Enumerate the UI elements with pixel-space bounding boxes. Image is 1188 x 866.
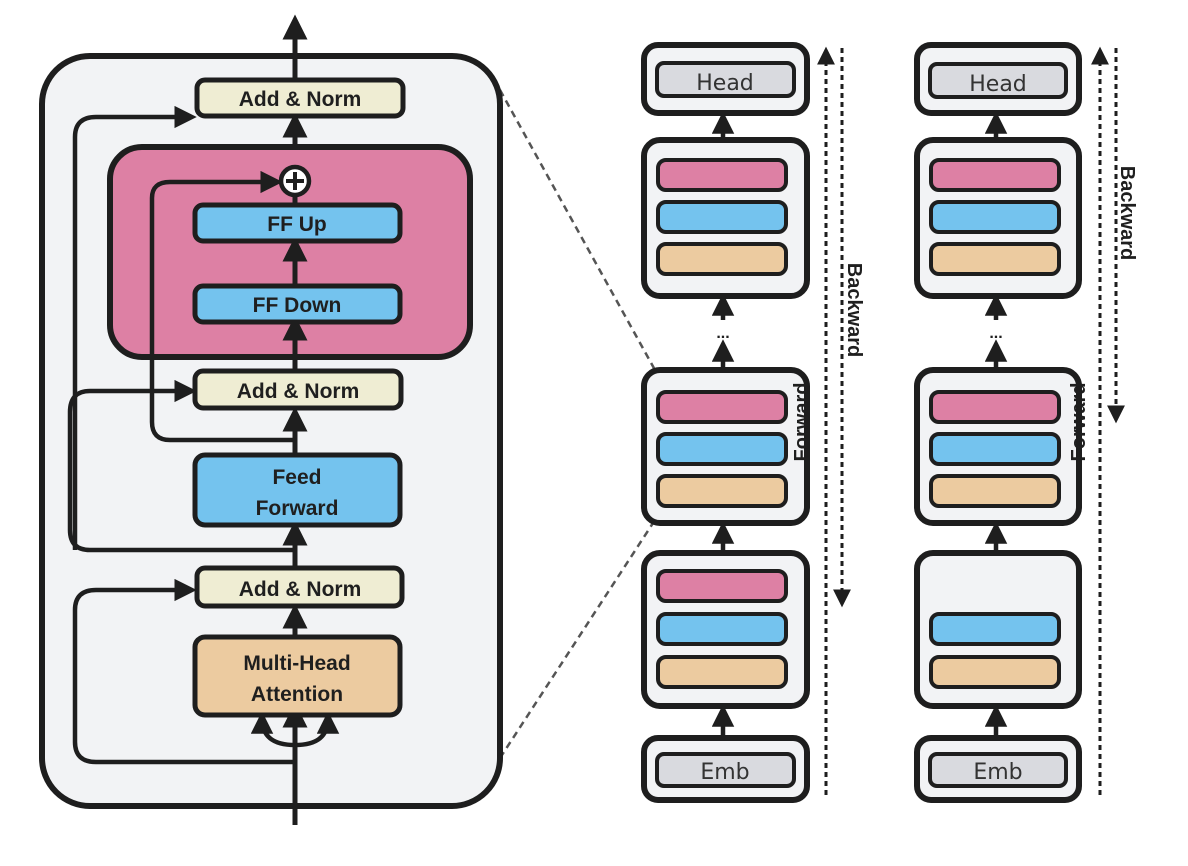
feed-forward-block [192, 452, 403, 528]
attn-input-right-arrow [294, 711, 340, 748]
attention-block [192, 634, 403, 718]
circled-plus-icon [278, 164, 312, 198]
ff-up-label: FF Up [267, 213, 326, 236]
transformer-layer-detail: FF Up FF Down Add & Norm Add & Norm Feed… [39, 14, 503, 825]
residual-ff [67, 379, 295, 553]
stack-full-mid-adapter [656, 390, 788, 424]
zoom-line-top [498, 89, 657, 371]
stack-partial-forward-label: Forward [1068, 383, 1090, 462]
stack-partial-emb-label: Emb [973, 760, 1022, 785]
zoom-line-bottom [498, 519, 657, 759]
residual-top [72, 105, 197, 550]
stack-partial-head [928, 62, 1068, 99]
stack-full-ellipsis: ... [716, 325, 729, 342]
stack-full: Head ... Emb Forward Backward [641, 42, 865, 803]
attention-label-2: Attention [251, 683, 343, 706]
add-norm-mid-label: Add & Norm [237, 380, 360, 403]
add-norm-bottom-label: Add & Norm [239, 578, 362, 601]
feed-forward-label-2: Forward [256, 497, 339, 520]
stack-full-bottom-attn [656, 655, 788, 689]
stack-partial-ellipsis: ... [989, 325, 1002, 342]
stack-partial-top-attn [929, 242, 1061, 276]
stack-full-bottom-ff [656, 612, 788, 646]
stack-full-bottom-adapter [656, 569, 788, 603]
residual-attention [72, 578, 295, 765]
stack-full-head [655, 61, 796, 98]
stack-full-emb-label: Emb [700, 760, 749, 785]
stack-full-top-ff [656, 200, 788, 234]
stack-full-backward-label: Backward [843, 263, 865, 358]
stack-partial-top-ff [929, 200, 1061, 234]
add-norm-top-label: Add & Norm [239, 88, 362, 111]
stack-full-forward-label: Forward [791, 383, 813, 462]
stack-partial-emb [928, 752, 1068, 788]
stack-partial: Head ... Emb Forward Backward [914, 42, 1138, 803]
stack-partial-mid-ff [929, 432, 1061, 466]
ff-up-layer [192, 202, 403, 244]
stack-full-mid-ff [656, 432, 788, 466]
add-norm-mid [192, 368, 404, 411]
stack-partial-bottom-attn [929, 655, 1061, 689]
ff-down-layer [192, 283, 403, 325]
stack-full-top-adapter [656, 158, 788, 192]
attention-label-1: Multi-Head [243, 652, 350, 675]
stack-partial-mid-adapter [929, 390, 1061, 424]
stack-partial-bottom-ff [929, 612, 1061, 646]
stack-partial-top-adapter [929, 158, 1061, 192]
add-norm-bottom [194, 565, 405, 609]
stack-full-top-attn [656, 242, 788, 276]
ff-down-label: FF Down [253, 294, 342, 317]
stack-full-mid-attn [656, 474, 788, 508]
add-norm-top [194, 77, 406, 119]
feed-forward-label-1: Feed [272, 466, 321, 489]
stack-full-emb [655, 752, 796, 788]
stack-partial-mid-attn [929, 474, 1061, 508]
stack-partial-head-label: Head [969, 72, 1027, 97]
attn-input-left-arrow [250, 711, 296, 748]
stack-partial-backward-label: Backward [1116, 166, 1138, 261]
stack-full-head-label: Head [696, 71, 754, 96]
